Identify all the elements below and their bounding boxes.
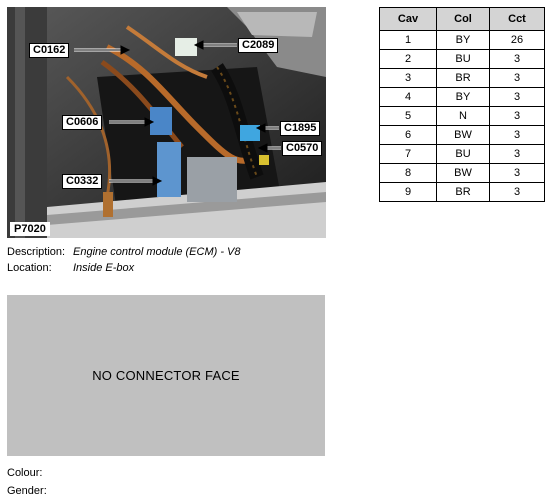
callout-c1895: C1895: [280, 121, 321, 136]
table-row: 2 BU 3: [379, 49, 545, 69]
header-col: Col: [436, 7, 490, 31]
cav-cell: 9: [379, 182, 437, 202]
cav-cell: 5: [379, 106, 437, 126]
col-cell: BU: [436, 144, 490, 164]
col-cell: BW: [436, 125, 490, 145]
table-row: 8 BW 3: [379, 163, 545, 183]
cct-cell: 26: [489, 30, 545, 50]
cav-cell: 6: [379, 125, 437, 145]
col-cell: BR: [436, 182, 490, 202]
col-cell: N: [436, 106, 490, 126]
table-row: 7 BU 3: [379, 144, 545, 164]
location-label: Location:: [7, 262, 52, 274]
cct-cell: 3: [489, 49, 545, 69]
col-cell: BY: [436, 30, 490, 50]
col-cell: BY: [436, 87, 490, 107]
callout-c0570: C0570: [282, 141, 323, 156]
cct-cell: 3: [489, 144, 545, 164]
description-label: Description:: [7, 246, 66, 258]
cct-cell: 3: [489, 68, 545, 88]
cav-cell: 1: [379, 30, 437, 50]
col-cell: BU: [436, 49, 490, 69]
colour-row: Colour:: [7, 466, 42, 480]
pin-table: Cav Col Cct 1 BY 26 2 BU 3 3 BR 3 4 BY 3…: [379, 7, 545, 202]
cav-cell: 4: [379, 87, 437, 107]
callout-c2089: C2089: [238, 38, 279, 53]
header-cct: Cct: [489, 7, 545, 31]
callout-c0332: C0332: [62, 174, 103, 189]
table-row: 9 BR 3: [379, 182, 545, 202]
gender-row: Gender:: [7, 484, 47, 498]
description-row: Description: Engine control module (ECM) …: [7, 245, 241, 259]
no-connector-face-text: NO CONNECTOR FACE: [92, 368, 240, 383]
cct-cell: 3: [489, 125, 545, 145]
cct-cell: 3: [489, 182, 545, 202]
connector-face-placeholder: NO CONNECTOR FACE: [7, 295, 325, 456]
description-value: Engine control module (ECM) - V8: [73, 246, 241, 258]
table-row: 5 N 3: [379, 106, 545, 126]
colour-label: Colour:: [7, 467, 43, 479]
callout-c0606: C0606: [62, 115, 103, 130]
pin-table-header: Cav Col Cct: [379, 7, 545, 31]
header-cav: Cav: [379, 7, 437, 31]
col-cell: BR: [436, 68, 490, 88]
table-row: 1 BY 26: [379, 30, 545, 50]
col-cell: BW: [436, 163, 490, 183]
cav-cell: 7: [379, 144, 437, 164]
gender-label: Gender:: [7, 485, 47, 497]
callout-c0162: C0162: [29, 43, 70, 58]
cav-cell: 3: [379, 68, 437, 88]
cct-cell: 3: [489, 106, 545, 126]
table-row: 4 BY 3: [379, 87, 545, 107]
cct-cell: 3: [489, 163, 545, 183]
cct-cell: 3: [489, 87, 545, 107]
table-row: 6 BW 3: [379, 125, 545, 145]
photo-id-label: P7020: [10, 222, 50, 236]
location-value: Inside E-box: [73, 262, 135, 274]
cav-cell: 2: [379, 49, 437, 69]
cav-cell: 8: [379, 163, 437, 183]
connector-location-photo: C0162 C2089 C0606 C1895 C0570 C0332: [7, 7, 326, 238]
table-row: 3 BR 3: [379, 68, 545, 88]
location-row: Location: Inside E-box: [7, 261, 134, 275]
